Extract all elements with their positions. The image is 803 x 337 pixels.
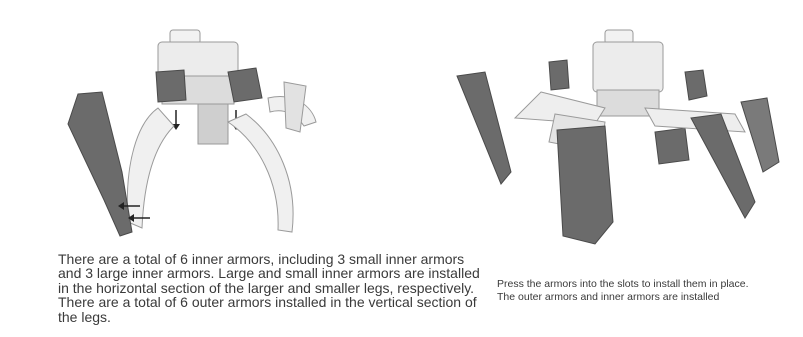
outer-armor-illustration <box>445 22 783 245</box>
install-instruction-line-1: Press the armors into the slots to insta… <box>497 278 803 291</box>
inner-armor-illustration <box>58 22 318 237</box>
installation-instructions: Press the armors into the slots to insta… <box>497 278 803 304</box>
robot-spider-inner-armor-icon <box>58 22 318 237</box>
inner-armor-description: There are a total of 6 inner armors, inc… <box>58 252 483 324</box>
install-instruction-line-2: The outer armors and inner armors are in… <box>497 291 803 304</box>
robot-spider-outer-armor-icon <box>445 22 783 245</box>
